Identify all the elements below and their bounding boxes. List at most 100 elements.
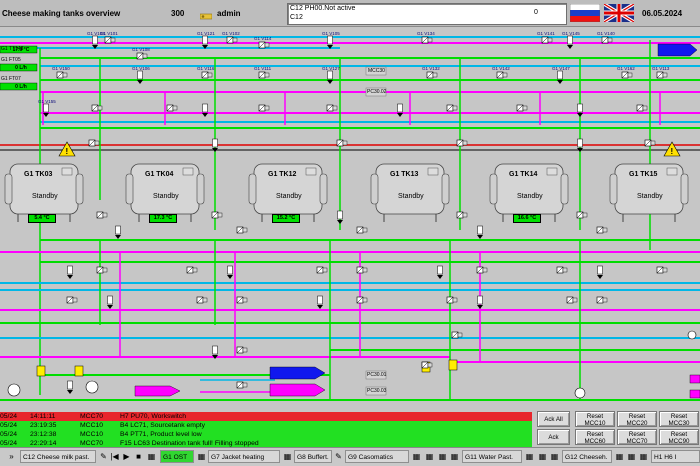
valve[interactable]	[436, 265, 444, 280]
valve[interactable]	[396, 103, 404, 118]
tab-g1-ost[interactable]: G1 OST	[160, 450, 194, 463]
valve[interactable]	[186, 266, 198, 274]
valve[interactable]	[88, 139, 100, 147]
valve[interactable]	[226, 265, 234, 280]
valve[interactable]	[566, 296, 578, 304]
tab-g9-casomatics[interactable]: G9 Casomatics	[345, 450, 409, 463]
valve[interactable]	[136, 70, 144, 85]
valve[interactable]	[166, 104, 178, 112]
valve[interactable]	[496, 71, 508, 79]
valve[interactable]	[426, 71, 438, 79]
pump-pu101[interactable]	[85, 380, 99, 394]
tab-c12-cheese-milk[interactable]: C12 Cheese milk past.	[20, 450, 96, 463]
valve[interactable]	[516, 104, 528, 112]
cheese-tank-6[interactable]	[609, 163, 689, 222]
tab-g11-water-past[interactable]: G11 Water Past.	[462, 450, 522, 463]
valve[interactable]	[556, 70, 564, 85]
valve[interactable]	[476, 225, 484, 240]
pump-pu100[interactable]	[7, 383, 21, 397]
valve[interactable]	[114, 225, 122, 240]
valve[interactable]	[104, 36, 116, 44]
cheese-tank-2[interactable]	[125, 163, 205, 222]
valve[interactable]	[196, 296, 208, 304]
cheese-tank-3[interactable]	[248, 163, 328, 222]
wrench-icon[interactable]: ✎	[100, 452, 107, 461]
valve[interactable]	[644, 139, 656, 147]
valve[interactable]	[421, 36, 433, 44]
valve[interactable]	[91, 104, 103, 112]
valve[interactable]	[656, 266, 668, 274]
filter-4[interactable]	[448, 359, 458, 371]
valve[interactable]	[226, 36, 238, 44]
valve[interactable]	[258, 71, 270, 79]
valve[interactable]	[446, 104, 458, 112]
valve[interactable]	[136, 52, 148, 60]
tab-g7-jacket-heating[interactable]: G7 Jacket heating	[208, 450, 280, 463]
valve[interactable]	[356, 266, 368, 274]
valve[interactable]	[576, 103, 584, 118]
ack-button[interactable]: Ack	[537, 429, 570, 445]
valve[interactable]	[326, 104, 338, 112]
valve[interactable]	[316, 266, 328, 274]
filter-1[interactable]	[36, 365, 46, 377]
valve[interactable]	[201, 71, 213, 79]
cheese-tank-5[interactable]	[489, 163, 569, 222]
valve[interactable]	[556, 266, 568, 274]
valve[interactable]	[56, 71, 68, 79]
stop-icon[interactable]: ■	[136, 452, 141, 461]
filter-2[interactable]	[74, 365, 84, 377]
valve[interactable]	[326, 70, 334, 85]
valve[interactable]	[456, 211, 468, 219]
valve[interactable]	[201, 103, 209, 118]
valve[interactable]	[566, 35, 574, 50]
language-russian-flag-icon[interactable]	[569, 3, 601, 23]
valve[interactable]	[636, 104, 648, 112]
tab-g12-cheeseh[interactable]: G12 Cheeseh.	[562, 450, 612, 463]
valve[interactable]	[541, 36, 553, 44]
grid-icon[interactable]: ▦	[147, 452, 156, 461]
valve[interactable]	[596, 226, 608, 234]
user-name[interactable]: admin	[217, 9, 241, 18]
skip-back-icon[interactable]: |◀	[110, 452, 119, 461]
valve[interactable]	[236, 381, 248, 389]
pump-right[interactable]	[687, 330, 697, 340]
valve[interactable]	[236, 346, 248, 354]
ack-all-button[interactable]: Ack All	[537, 411, 570, 427]
valve[interactable]	[96, 211, 108, 219]
tab-h1-h6[interactable]: H1 H6 I	[651, 450, 700, 463]
valve[interactable]	[621, 71, 633, 79]
valve[interactable]	[236, 226, 248, 234]
valve[interactable]	[476, 266, 488, 274]
valve[interactable]	[336, 139, 348, 147]
valve[interactable]	[236, 296, 248, 304]
tab-g8-buffert[interactable]: G8 Buffert.	[294, 450, 332, 463]
valve[interactable]	[258, 104, 270, 112]
valve[interactable]	[596, 296, 608, 304]
valve[interactable]	[446, 296, 458, 304]
cheese-tank-4[interactable]	[370, 163, 450, 222]
valve[interactable]	[451, 331, 463, 339]
pump-pu102[interactable]	[574, 387, 586, 399]
valve[interactable]	[601, 36, 613, 44]
valve[interactable]	[356, 296, 368, 304]
tab-wrench-icon[interactable]: ✎	[335, 452, 342, 461]
valve[interactable]	[258, 41, 270, 49]
valve[interactable]	[66, 380, 74, 395]
valve[interactable]	[316, 295, 324, 310]
valve[interactable]	[356, 226, 368, 234]
valve[interactable]	[656, 71, 668, 79]
valve[interactable]	[66, 265, 74, 280]
valve[interactable]	[106, 295, 114, 310]
valve[interactable]	[596, 265, 604, 280]
cheese-tank-1[interactable]	[4, 163, 84, 222]
valve[interactable]	[456, 139, 468, 147]
